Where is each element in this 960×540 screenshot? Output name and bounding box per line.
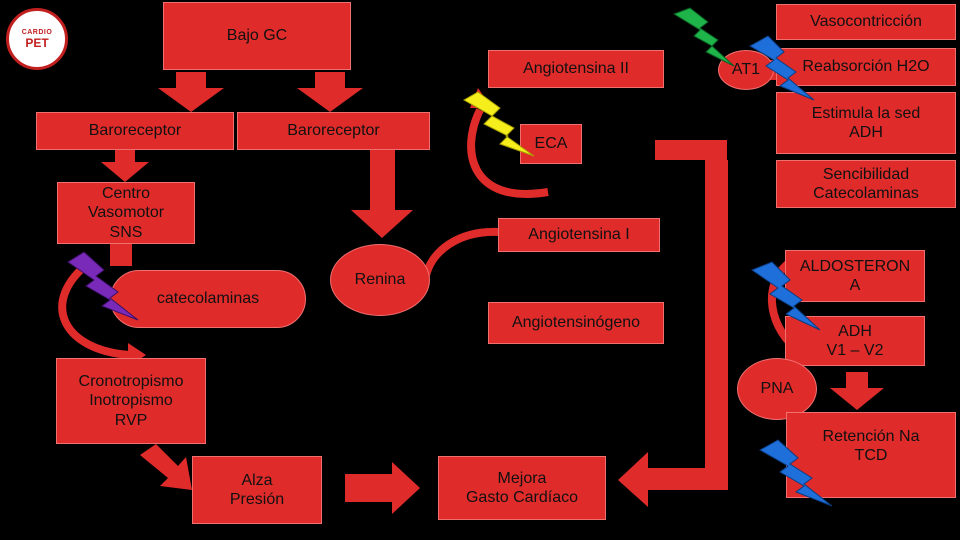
cardio-pet-logo: CARDIO PET	[6, 8, 68, 70]
curve-angiotensina-i-renina	[421, 227, 501, 281]
node-centro-vasomotor: Centro Vasomotor SNS	[57, 182, 195, 244]
node-sencibilidad: Sencibilidad Catecolaminas	[776, 160, 956, 208]
node-at1: AT1	[718, 50, 774, 90]
node-angiotensina-i: Angiotensina I	[498, 218, 660, 252]
node-eca: ECA	[520, 124, 582, 164]
node-baroreceptor-right: Baroreceptor	[237, 112, 430, 150]
arrow-baro-to-centro	[101, 150, 149, 182]
node-baroreceptor-left: Baroreceptor	[36, 112, 234, 150]
logo-line1: CARDIO	[21, 28, 53, 36]
connector-sencibilidad-top	[655, 140, 727, 160]
arrow-adh-to-retencion	[830, 372, 884, 410]
node-alza-presion: Alza Presión	[192, 456, 322, 524]
arrow-bajo-to-baro-left	[158, 72, 224, 112]
curve-eca-arrowhead	[470, 88, 492, 108]
node-vasocontriccion: Vasocontricción	[776, 4, 956, 40]
logo-line2: PET	[25, 35, 49, 50]
node-renina: Renina	[330, 244, 430, 316]
arrow-crono-to-alza	[140, 444, 192, 490]
arrow-alza-to-mejora	[345, 462, 420, 514]
node-pna: PNA	[737, 358, 817, 420]
node-cronotropismo: Cronotropismo Inotropismo RVP	[56, 358, 206, 444]
connector-centro-catecolaminas	[110, 244, 132, 266]
node-estimula-sed: Estimula la sed ADH	[776, 92, 956, 154]
arrow-sencibilidad-to-mejora	[618, 160, 728, 507]
node-reabsorcion: Reabsorción H2O	[776, 48, 956, 86]
node-retencion: Retención Na TCD	[786, 412, 956, 498]
node-mejora-gasto: Mejora Gasto Cardíaco	[438, 456, 606, 520]
arrow-baro-to-renina	[351, 150, 413, 238]
node-catecolaminas: catecolaminas	[110, 270, 306, 328]
node-adh-v: ADH V1 – V2	[785, 316, 925, 366]
arrow-bajo-to-baro-right	[297, 72, 363, 112]
node-aldosterona: ALDOSTERON A	[785, 250, 925, 302]
node-bajo-gc: Bajo GC	[163, 2, 351, 70]
node-angiotensina-ii: Angiotensina II	[488, 50, 664, 88]
node-angiotensinogeno: Angiotensinógeno	[488, 302, 664, 344]
